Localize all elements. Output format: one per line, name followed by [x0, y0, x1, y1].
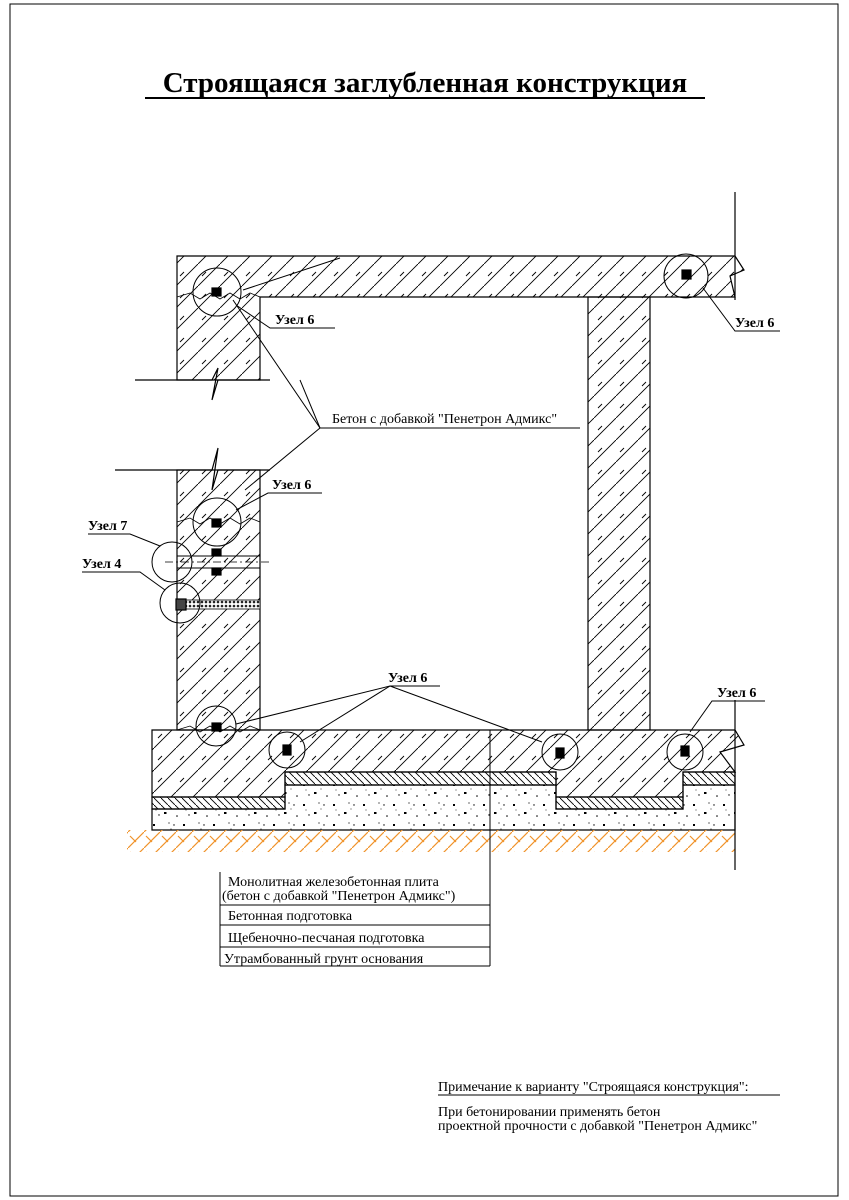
column — [587, 296, 651, 731]
note-heading: Примечание к варианту "Строящаяся констр… — [438, 1080, 749, 1095]
legend-slab-1: Монолитная железобетонная плита — [228, 875, 440, 890]
callout-node6-top-left: Узел 6 — [275, 313, 314, 328]
page-border — [9, 3, 839, 1197]
structure — [82, 192, 780, 967]
callout-node7: Узел 7 — [88, 519, 127, 534]
note-line2: проектной прочности с добавкой "Пенетрон… — [438, 1119, 757, 1134]
legend-soil: Утрамбованный грунт основания — [224, 952, 424, 967]
callout-node6-bottom-right: Узел 6 — [717, 686, 756, 701]
top-slab — [176, 255, 745, 381]
legend-gravel-prep: Щебеночно-песчаная подготовка — [228, 931, 425, 946]
callout-concrete: Бетон с добавкой "Пенетрон Адмикс" — [332, 412, 557, 427]
note-line1: При бетонировании применять бетон — [438, 1105, 661, 1120]
soil-layer — [127, 830, 735, 852]
legend-slab-2: (бетон с добавкой "Пенетрон Адмикс") — [222, 889, 456, 904]
callout-node4: Узел 4 — [82, 557, 121, 572]
callout-node6-wall: Узел 6 — [272, 478, 311, 493]
legend-concrete-prep: Бетонная подготовка — [228, 909, 353, 924]
callout-node6-bottom: Узел 6 — [388, 671, 427, 686]
callout-node6-top-right: Узел 6 — [735, 316, 774, 331]
page-title: Строящаяся заглубленная конструкция — [163, 67, 688, 99]
